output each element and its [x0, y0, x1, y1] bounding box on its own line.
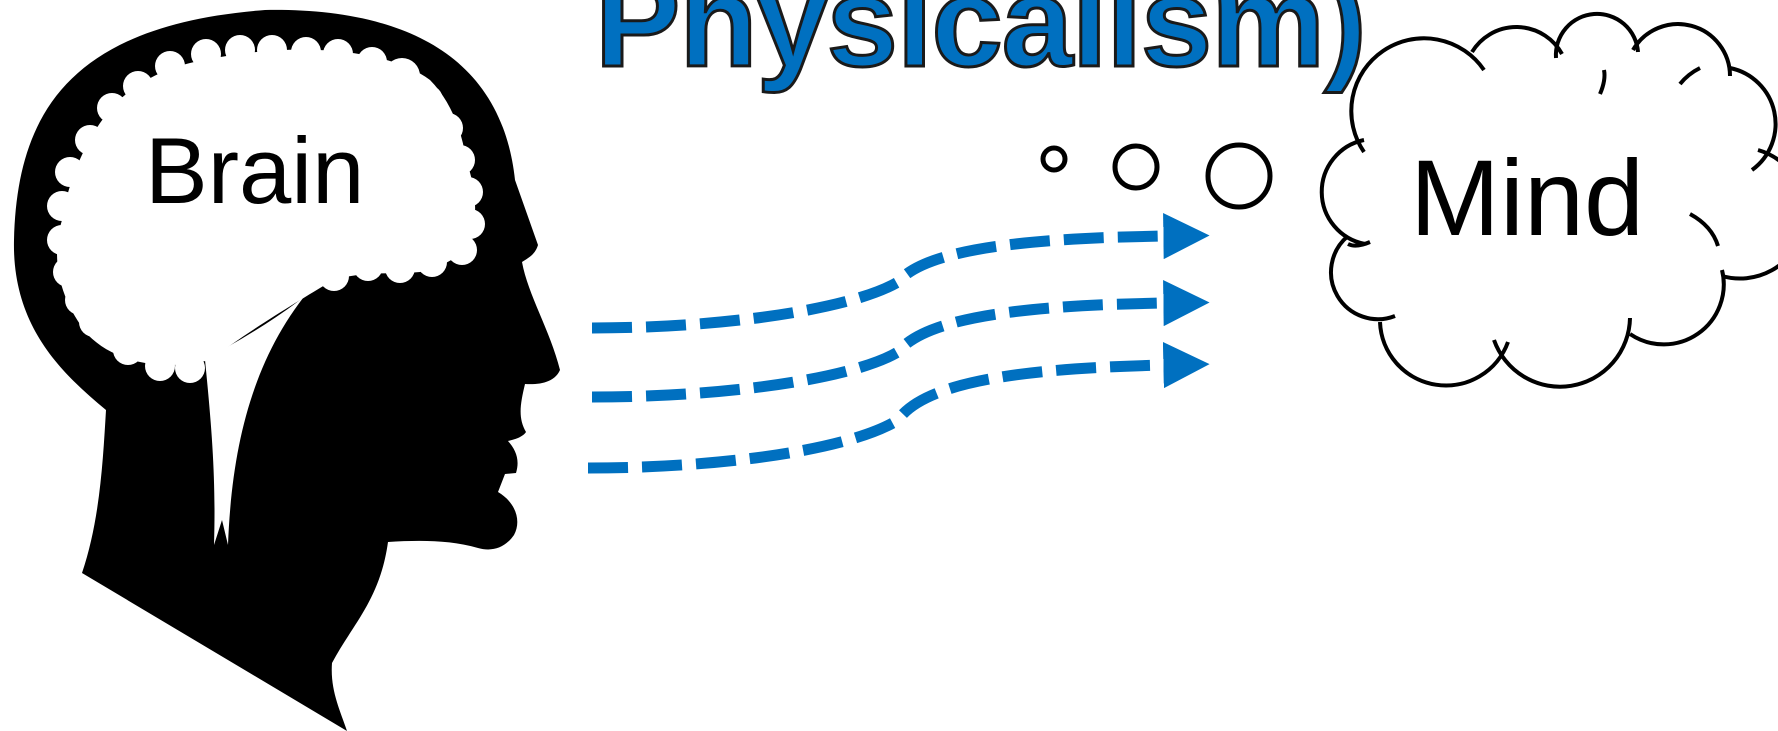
- causal-arrows: [587, 212, 1210, 474]
- mind-label: Mind: [1410, 137, 1644, 258]
- brain-cloud-icon: [47, 35, 485, 545]
- diagram-title: Physicalism): [595, 0, 1366, 94]
- causal-arrow-bottom: [587, 341, 1210, 474]
- thought-bubble-medium: [1112, 143, 1160, 191]
- thought-bubble-small: [1040, 145, 1068, 173]
- mind-cloud-icon: [1319, 11, 1778, 396]
- causal-arrow-middle: [591, 279, 1210, 403]
- brain-label: Brain: [145, 118, 364, 223]
- thought-bubbles: [1040, 142, 1273, 210]
- causal-arrow-top: [591, 212, 1210, 334]
- thought-bubble-large: [1205, 142, 1273, 210]
